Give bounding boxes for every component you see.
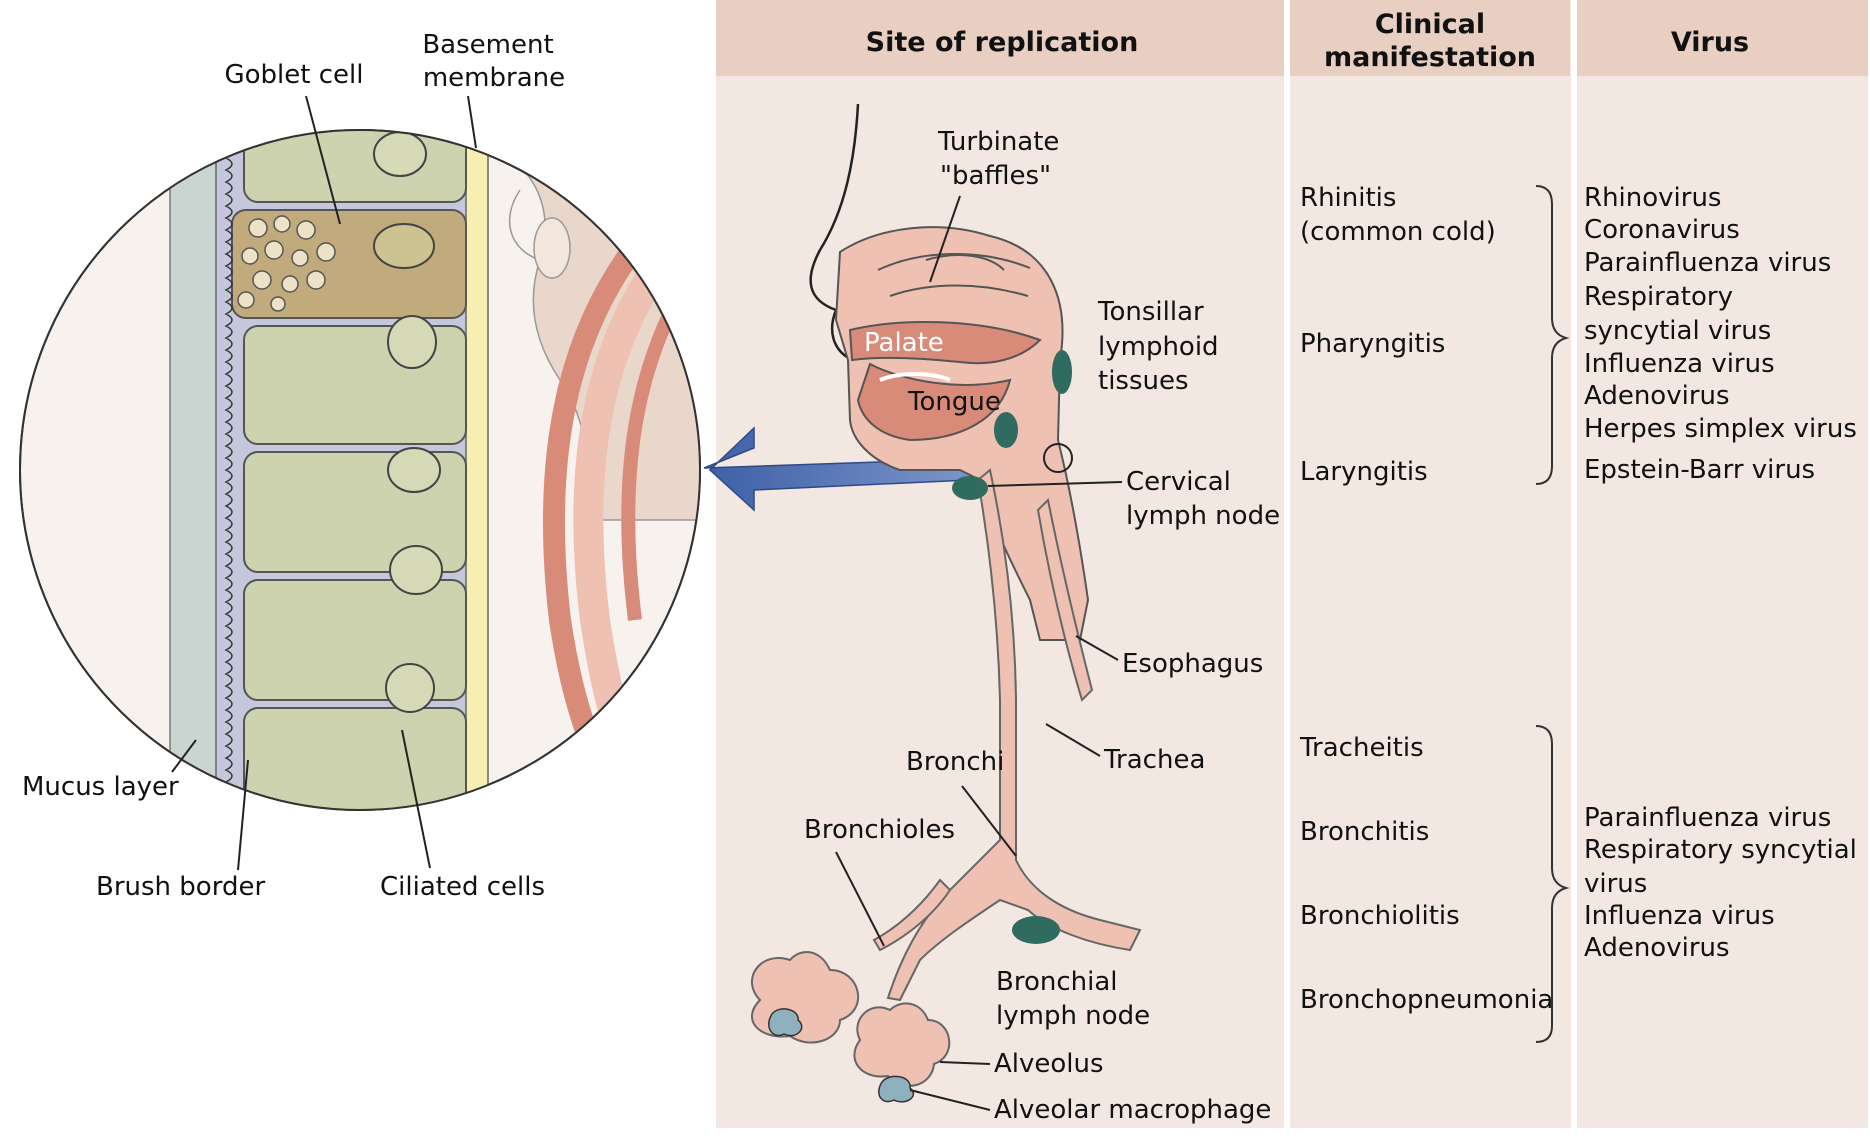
- label-mucus-layer: Mucus layer: [22, 772, 179, 802]
- label-bronchi: Bronchi: [906, 747, 1004, 777]
- label-alveolar-macrophage: Alveolar macrophage: [994, 1095, 1271, 1125]
- upper-tract-section: Rhinitis (common cold) Pharyngitis Laryn…: [1300, 183, 1857, 487]
- label-tonsillar-line3: tissues: [1098, 366, 1189, 396]
- virus-upper-5: Influenza virus: [1584, 349, 1775, 379]
- virus-upper-6: Adenovirus: [1584, 381, 1730, 411]
- label-tonsillar-line1: Tonsillar: [1097, 297, 1204, 327]
- header-clinical-line2: manifestation: [1324, 42, 1536, 73]
- upper-brace: [1535, 185, 1570, 485]
- label-goblet-cell: Goblet cell: [225, 60, 364, 90]
- virus-upper-7: Herpes simplex virus: [1584, 414, 1857, 444]
- virus-upper-8: Epstein-Barr virus: [1584, 455, 1815, 485]
- tongue-node: [994, 412, 1018, 448]
- header-clinical-line1: Clinical: [1375, 9, 1485, 40]
- clinical-common-cold: (common cold): [1300, 217, 1496, 247]
- label-turbinate-line2: "baffles": [940, 161, 1051, 191]
- label-bronchial-line1: Bronchial: [996, 967, 1118, 997]
- clinical-laryngitis: Laryngitis: [1300, 457, 1428, 487]
- virus-lower-0: Parainfluenza virus: [1584, 803, 1831, 833]
- virus-upper-3: Respiratory: [1584, 282, 1733, 312]
- virus-lower-3: Influenza virus: [1584, 901, 1775, 931]
- label-bronchial-line2: lymph node: [996, 1001, 1150, 1031]
- clinical-bronchiolitis: Bronchiolitis: [1300, 901, 1460, 931]
- clinical-bronchitis: Bronchitis: [1300, 817, 1429, 847]
- lower-brace: [1535, 725, 1570, 1043]
- virus-upper-0: Rhinovirus: [1584, 183, 1721, 213]
- label-turbinate-line1: Turbinate: [937, 127, 1059, 157]
- clinical-rhinitis: Rhinitis: [1300, 183, 1396, 213]
- label-cervical-line2: lymph node: [1126, 501, 1280, 531]
- respiratory-tract-illustration: [750, 103, 1142, 1103]
- label-brush-border: Brush border: [96, 872, 265, 902]
- virus-upper-2: Parainfluenza virus: [1584, 248, 1831, 278]
- lower-tract-section: Tracheitis Bronchitis Bronchiolitis Bron…: [1299, 725, 1857, 1043]
- label-alveolus: Alveolus: [994, 1049, 1104, 1079]
- label-basement-line1: Basement: [422, 30, 553, 60]
- epithelium-magnified-view: [19, 129, 701, 811]
- virus-lower-4: Adenovirus: [1584, 933, 1730, 963]
- label-ciliated-cells: Ciliated cells: [380, 872, 545, 902]
- clinical-pharyngitis: Pharyngitis: [1300, 329, 1445, 359]
- virus-upper-1: Coronavirus: [1584, 215, 1740, 245]
- label-tongue: Tongue: [907, 387, 1001, 417]
- bronchial-node: [1012, 916, 1060, 944]
- label-trachea: Trachea: [1103, 745, 1205, 775]
- label-esophagus: Esophagus: [1122, 649, 1263, 679]
- label-bronchioles: Bronchioles: [804, 815, 955, 845]
- cervical-node: [952, 476, 988, 500]
- header-site-of-replication: Site of replication: [866, 27, 1139, 58]
- label-basement-line2: membrane: [423, 63, 565, 93]
- virus-lower-1: Respiratory syncytial: [1584, 835, 1857, 865]
- clinical-tracheitis: Tracheitis: [1299, 733, 1424, 763]
- virus-lower-2: virus: [1584, 869, 1647, 899]
- table-panel: [716, 0, 1868, 1128]
- label-palate: Palate: [864, 328, 944, 358]
- label-tonsillar-line2: lymphoid: [1098, 332, 1219, 362]
- virus-upper-4: syncytial virus: [1584, 316, 1771, 346]
- tonsillar-node: [1052, 350, 1072, 394]
- header-virus: Virus: [1671, 27, 1749, 58]
- label-cervical-line1: Cervical: [1126, 467, 1231, 497]
- clinical-bronchopneumonia: Bronchopneumonia: [1300, 985, 1553, 1015]
